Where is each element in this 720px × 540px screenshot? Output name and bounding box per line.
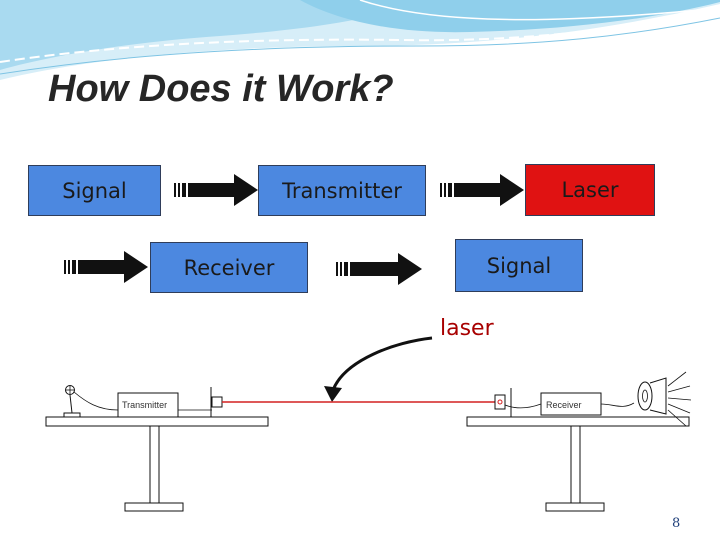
flow-arrow-1 (174, 174, 258, 206)
transmitter-box-label: Transmitter (122, 400, 168, 410)
laser-module (210, 387, 223, 417)
receiver-box-label: Receiver (546, 400, 582, 410)
header-wave-decoration (0, 0, 720, 80)
flow-box-signal-input: Signal (28, 165, 161, 216)
microphone-icon (63, 385, 119, 418)
page-number: 8 (672, 516, 681, 531)
flow-box-signal-output: Signal (455, 239, 583, 292)
flow-box-transmitter: Transmitter (258, 165, 426, 216)
flow-box-receiver: Receiver (150, 242, 308, 293)
flow-arrow-3 (64, 251, 148, 283)
laser-beam-label: laser (440, 316, 494, 341)
flow-arrow-2 (440, 174, 524, 206)
flow-arrow-4 (336, 253, 422, 285)
left-table (45, 416, 269, 512)
speaker-icon (637, 371, 692, 427)
photodetector (494, 388, 542, 417)
laser-pointer-arrow (331, 336, 433, 391)
flow-box-laser: Laser (525, 164, 655, 216)
slide-title: How Does it Work? (48, 68, 394, 110)
transmitter-box (117, 392, 179, 418)
right-table (466, 416, 690, 512)
